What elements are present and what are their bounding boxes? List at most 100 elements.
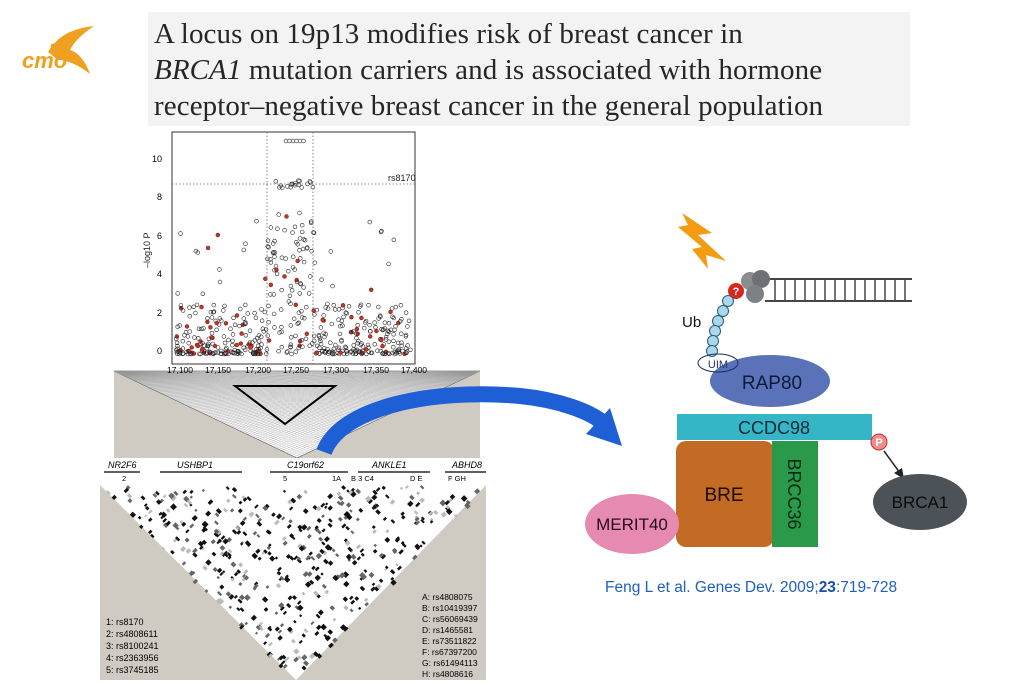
data-point (299, 315, 305, 320)
data-point (221, 308, 226, 313)
gene-label: C19orf62 (287, 460, 324, 470)
data-point (279, 344, 285, 350)
data-point (174, 334, 180, 339)
ld-highlight-triangle (232, 385, 338, 426)
data-point (297, 210, 302, 216)
data-point (226, 337, 231, 343)
data-point (293, 181, 298, 186)
bre-protein (676, 441, 774, 547)
data-point (293, 333, 298, 339)
legend-item: D: rs1465581 (422, 625, 473, 635)
data-point (406, 318, 412, 324)
legend-item: 2: rs4808611 (106, 629, 158, 639)
y-tick: 0 (157, 346, 162, 356)
data-point (289, 335, 294, 340)
data-point (301, 138, 306, 144)
data-point (403, 310, 409, 315)
data-point (239, 351, 244, 357)
x-axis-ticks: 17,100 17,150 17,200 17,250 17,300 17,35… (167, 365, 427, 375)
data-point (382, 320, 388, 325)
data-point (326, 351, 331, 356)
data-point (322, 334, 327, 340)
data-point (307, 343, 312, 348)
data-point (386, 339, 392, 344)
y-axis-label: –log10 P (142, 232, 152, 268)
data-point (391, 237, 396, 243)
data-point (243, 320, 248, 325)
data-point (253, 351, 258, 357)
data-point (175, 343, 180, 349)
data-point (279, 307, 284, 312)
citation: Feng L et al. Genes Dev. 2009;23:719-728 (605, 579, 897, 597)
arrow-head (586, 408, 622, 446)
ubiquitin-bead (712, 315, 724, 327)
data-point (253, 315, 259, 321)
data-point (362, 325, 367, 331)
data-point (339, 339, 344, 344)
data-point (288, 323, 294, 328)
data-point (386, 321, 392, 326)
data-point (391, 332, 396, 337)
data-point (296, 320, 301, 326)
data-point (268, 260, 274, 265)
data-point (408, 347, 413, 353)
data-point (299, 185, 304, 190)
data-point (405, 324, 410, 329)
data-point (243, 302, 248, 308)
data-point (231, 315, 236, 321)
data-point (397, 351, 402, 356)
data-point (236, 349, 241, 354)
data-point (219, 318, 224, 323)
data-point (205, 343, 211, 349)
data-point (276, 349, 281, 354)
data-point (296, 345, 301, 351)
data-point (200, 346, 205, 352)
merit40-label: MERIT40 (596, 515, 668, 534)
data-point (211, 310, 216, 315)
data-point (363, 347, 369, 352)
data-point (180, 346, 186, 351)
ubiquitin-chain (706, 295, 734, 357)
data-point (388, 327, 394, 333)
data-point (273, 179, 279, 184)
gene-sublabel: 2 (122, 474, 126, 483)
x-tick: 17,250 (283, 365, 309, 375)
data-point (243, 333, 249, 338)
marker-label: 1A (332, 474, 341, 483)
data-point (200, 340, 205, 346)
data-point (187, 349, 192, 354)
x-tick: 17,100 (167, 365, 193, 375)
data-point (374, 328, 379, 334)
data-point (230, 350, 236, 355)
data-point (321, 313, 326, 318)
data-point (378, 348, 383, 354)
data-point (247, 328, 253, 333)
data-point (243, 321, 248, 327)
data-point (356, 338, 361, 344)
data-point (290, 265, 296, 270)
data-point (206, 336, 212, 342)
dna-icon (765, 278, 912, 302)
data-point (272, 238, 277, 244)
snp-legend-right: A: rs4808075 B: rs10419397 C: rs56069439… (422, 592, 478, 679)
data-point (204, 346, 210, 351)
data-point (185, 351, 191, 357)
data-point (396, 347, 401, 353)
rap80-label: RAP80 (742, 373, 802, 394)
data-point (217, 316, 223, 321)
data-point (382, 351, 388, 357)
data-point (211, 351, 216, 357)
data-point (336, 345, 342, 351)
data-point (230, 332, 236, 337)
data-point (403, 346, 409, 351)
data-point (285, 184, 290, 189)
data-point (304, 305, 309, 310)
ld-bottom-pattern (106, 485, 481, 671)
data-point (311, 308, 316, 313)
data-point (265, 244, 270, 249)
title-gene-italic: BRCA1 (154, 54, 242, 86)
ubiquitin-bead (707, 335, 719, 347)
data-point (297, 291, 303, 296)
data-point (292, 316, 297, 321)
data-point (282, 274, 287, 279)
